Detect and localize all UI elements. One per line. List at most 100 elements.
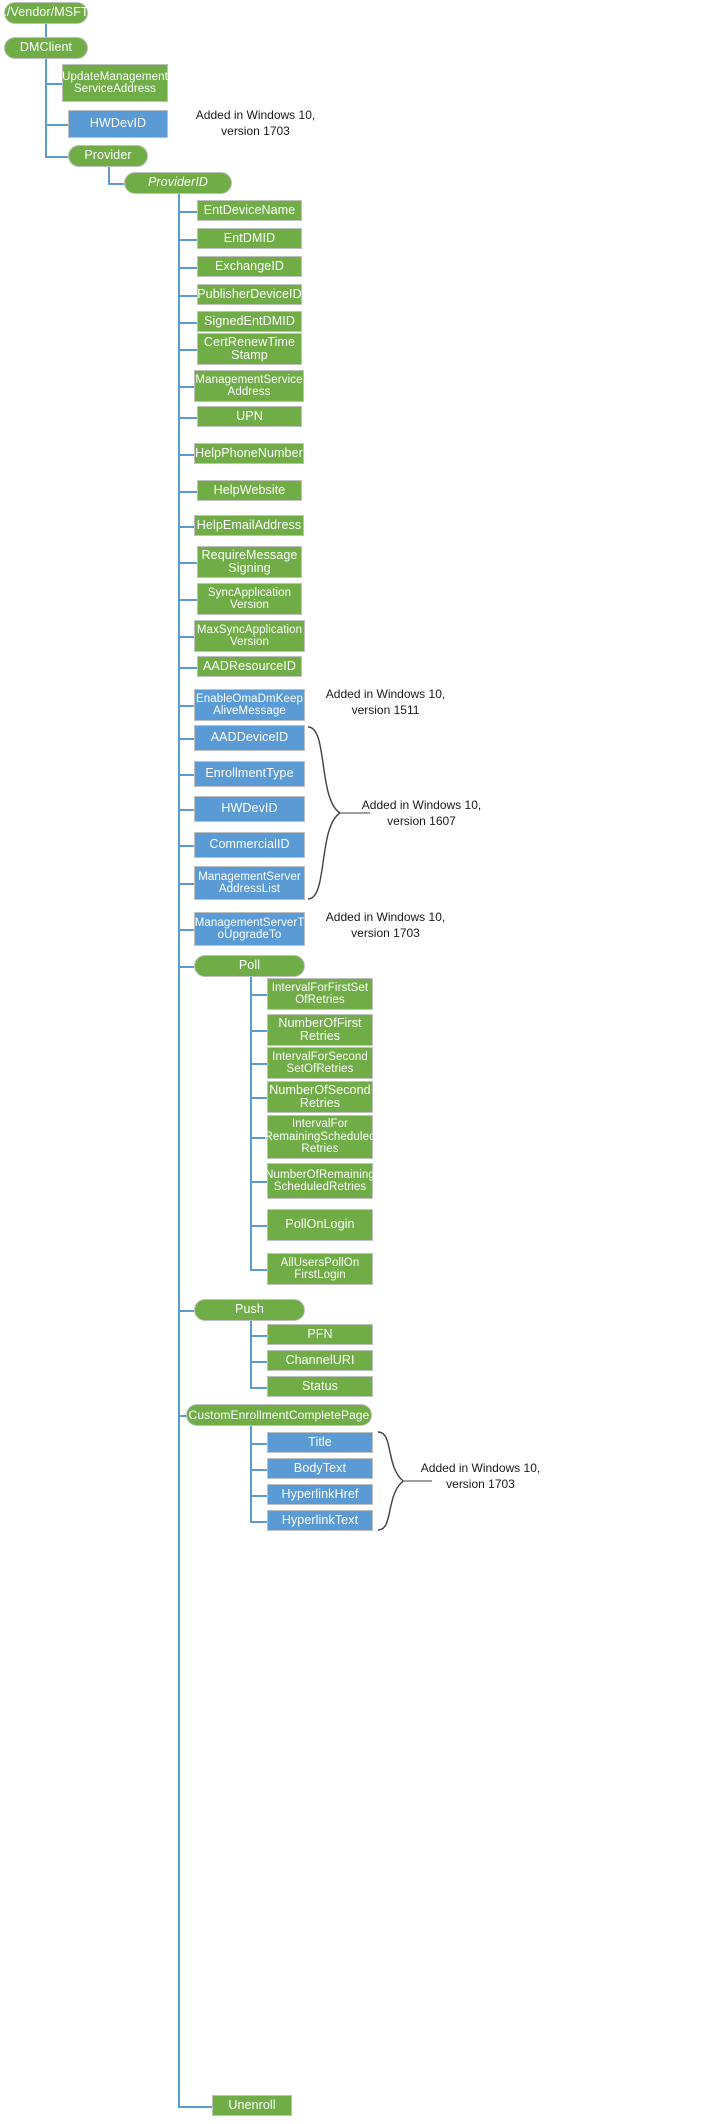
node-numberoffirstretries: NumberOfFirst Retries (267, 1014, 373, 1046)
note-toupgradeto-1703: Added in Windows 10, version 1703 (325, 910, 446, 941)
connector-horizontal (250, 1495, 267, 1497)
connector-horizontal (250, 1269, 267, 1271)
connector-horizontal (178, 295, 197, 297)
connector-horizontal (250, 1030, 267, 1032)
connector-horizontal (178, 386, 194, 388)
connector-horizontal (178, 491, 197, 493)
connector-horizontal (178, 883, 194, 885)
node-hyperlinktext: HyperlinkText (267, 1510, 373, 1531)
note-keepalive-1511: Added in Windows 10, version 1511 (325, 687, 446, 718)
node-helpemailaddress: HelpEmailAddress (194, 515, 304, 536)
connector-horizontal (178, 454, 194, 456)
node-pollonlogin: PollOnLogin (267, 1209, 373, 1241)
connector-horizontal (250, 1387, 267, 1389)
connector-horizontal (178, 562, 197, 564)
node-dmclient: DMClient (4, 37, 88, 59)
node-numberofsecondretries: NumberOfSecond Retries (267, 1081, 373, 1113)
node-umsa: UpdateManagement ServiceAddress (62, 64, 168, 102)
node-helpphonenumber: HelpPhoneNumber (194, 443, 304, 464)
node-entdmid: EntDMID (197, 228, 302, 249)
note-custompage-1703: Added in Windows 10, version 1703 (420, 1461, 541, 1492)
connector-horizontal (178, 845, 194, 847)
node-intervalforsecondsetofretries: IntervalForSecond SetOfRetries (267, 1047, 373, 1079)
node-managementservertoupgradeto: ManagementServerT oUpgradeTo (194, 912, 305, 946)
connector-horizontal (178, 809, 194, 811)
node-publisherdeviceid: PublisherDeviceID (197, 284, 302, 305)
brace-1703-custompage (376, 1430, 434, 1532)
connector-horizontal (250, 1335, 267, 1337)
node-managementserveraddresslist: ManagementServer AddressList (194, 866, 305, 900)
node-aaddeviceid: AADDeviceID (194, 725, 305, 751)
connector-horizontal (250, 1521, 267, 1523)
node-cetitle: Title (267, 1432, 373, 1453)
node-poll: Poll (194, 955, 305, 977)
connector-horizontal (45, 83, 62, 85)
connector-horizontal (178, 349, 197, 351)
connector-vertical (178, 194, 180, 2106)
connector-horizontal (250, 994, 267, 996)
node-certrenewtimestamp: CertRenewTime Stamp (197, 333, 302, 365)
node-entdevicename: EntDeviceName (197, 200, 302, 221)
connector-vertical (250, 1321, 252, 1387)
connector-horizontal (178, 738, 194, 740)
connector-horizontal (250, 1063, 267, 1065)
node-hwdevid2: HWDevID (194, 796, 305, 822)
connector-horizontal (178, 667, 197, 669)
node-helpwebsite: HelpWebsite (197, 480, 302, 501)
connector-horizontal (178, 267, 197, 269)
node-hyperlinkhref: HyperlinkHref (267, 1484, 373, 1505)
connector-vertical (45, 59, 47, 156)
node-channeluri: ChannelURI (267, 1350, 373, 1371)
connector-horizontal (178, 636, 194, 638)
node-intervalforremainingscheduledretries: IntervalFor RemainingScheduled Retries (264, 1115, 375, 1159)
node-status: Status (267, 1376, 373, 1397)
connector-horizontal (108, 183, 124, 185)
node-signedentdmid: SignedEntDMID (197, 311, 302, 332)
node-requiremessagesigning: RequireMessage Signing (197, 546, 302, 578)
node-bodytext: BodyText (267, 1458, 373, 1479)
connector-horizontal (45, 124, 68, 126)
note-block-1607: Added in Windows 10, version 1607 (361, 798, 482, 829)
node-push: Push (194, 1299, 305, 1321)
note-hwdevid-1703: Added in Windows 10, version 1703 (195, 108, 316, 139)
connector-horizontal (178, 929, 194, 931)
node-vendor: ./Vendor/MSFT (3, 2, 89, 24)
connector-horizontal (178, 966, 194, 968)
connector-horizontal (178, 2106, 212, 2108)
node-provider: Provider (68, 145, 148, 167)
node-maxsyncapplicationversion: MaxSyncApplication Version (194, 620, 305, 652)
node-upn: UPN (197, 406, 302, 427)
connector-horizontal (250, 1181, 267, 1183)
connector-horizontal (250, 1443, 267, 1445)
connector-vertical (45, 24, 47, 48)
connector-horizontal (178, 417, 197, 419)
connector-horizontal (178, 599, 197, 601)
connector-vertical (250, 1426, 252, 1521)
node-exchangeid: ExchangeID (197, 256, 302, 277)
node-alluserspollonfirstlogin: AllUsersPollOn FirstLogin (267, 1253, 373, 1285)
connector-horizontal (250, 1137, 267, 1139)
connector-horizontal (178, 526, 194, 528)
connector-horizontal (178, 322, 197, 324)
node-commercialid: CommercialID (194, 832, 305, 858)
node-managementserviceaddress: ManagementService Address (194, 370, 304, 402)
node-aadresourceid: AADResourceID (197, 656, 302, 677)
node-syncapplicationversion: SyncApplication Version (197, 583, 302, 615)
connector-horizontal (178, 211, 197, 213)
node-numberofremainingscheduledretries: NumberOfRemaining ScheduledRetries (265, 1163, 375, 1199)
node-customenrollmentcompletepage: CustomEnrollmentCompletePage (186, 1404, 372, 1426)
connector-vertical (250, 977, 252, 1269)
connector-horizontal (178, 239, 197, 241)
connector-horizontal (178, 774, 194, 776)
connector-vertical (108, 167, 110, 183)
brace-1607 (306, 725, 372, 901)
node-hwdevid1: HWDevID (68, 110, 168, 138)
connector-horizontal (178, 1310, 194, 1312)
node-pfn: PFN (267, 1324, 373, 1345)
connector-horizontal (45, 156, 68, 158)
connector-horizontal (178, 705, 194, 707)
node-unenroll: Unenroll (212, 2095, 292, 2116)
connector-horizontal (250, 1225, 267, 1227)
node-enrollmenttype: EnrollmentType (194, 761, 305, 787)
